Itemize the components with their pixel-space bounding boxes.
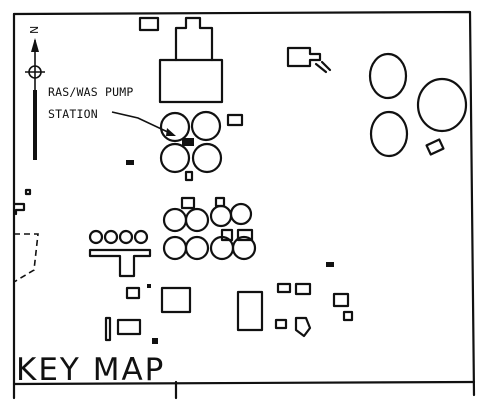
north-label: N bbox=[28, 26, 41, 34]
pump-station-tanks bbox=[159, 110, 244, 182]
north-arrow: N bbox=[25, 26, 45, 160]
mid-buildings bbox=[104, 282, 354, 344]
digester-tanks bbox=[368, 52, 468, 158]
map-title: KEY MAP bbox=[16, 352, 165, 388]
main-building bbox=[138, 16, 224, 104]
aeration-tanks bbox=[162, 196, 257, 261]
callout-line1: RAS/WAS PUMP bbox=[48, 85, 133, 99]
callout-line2: STATION bbox=[48, 107, 98, 121]
upper-right-building bbox=[286, 46, 332, 74]
small-structures bbox=[12, 160, 334, 283]
map-frame bbox=[12, 10, 476, 400]
headworks bbox=[88, 229, 152, 300]
pump-station-callout: RAS/WAS PUMP STATION bbox=[48, 85, 176, 136]
